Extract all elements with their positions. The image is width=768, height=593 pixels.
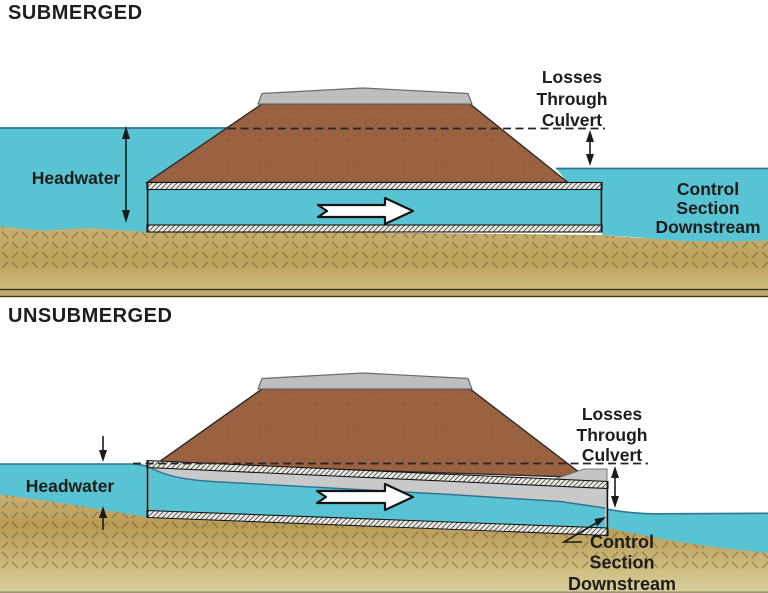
roadway-surface xyxy=(257,372,473,390)
losses-line-3: Culvert xyxy=(582,445,642,465)
headwater-dimension-arrow xyxy=(122,126,130,223)
headwater-dimension-arrow xyxy=(99,436,107,530)
flow-direction-arrow-icon xyxy=(316,196,415,226)
culvert-top-wall xyxy=(146,181,603,191)
panel-submerged: SUBMERGED Headwater Losses Through Culve… xyxy=(0,2,768,297)
control-line-2: Section xyxy=(589,553,654,573)
flow-direction-arrow-icon xyxy=(315,482,415,512)
panel-divider xyxy=(0,288,768,298)
control-line-2: Section xyxy=(676,198,739,218)
control-section-downstream-label: Control Section Downstream xyxy=(655,179,760,237)
control-line-1: Control xyxy=(590,532,654,552)
panel-title: UNSUBMERGED xyxy=(8,305,172,327)
image-bottom-edge xyxy=(0,591,768,593)
panel-title: SUBMERGED xyxy=(8,2,143,24)
control-line-1: Control xyxy=(677,179,739,199)
roadway-surface xyxy=(257,87,473,105)
losses-line-3: Culvert xyxy=(542,110,602,130)
panel-unsubmerged: UNSUBMERGED Headwater Losses Through Cul… xyxy=(0,305,768,593)
control-line-3: Downstream xyxy=(655,217,760,237)
losses-line-2: Through xyxy=(537,89,608,109)
losses-line-1: Losses xyxy=(582,404,643,424)
upstream-headwater-pool xyxy=(0,128,227,232)
embankment-speckle-texture xyxy=(147,104,568,183)
culvert-bottom-wall xyxy=(146,224,603,233)
headwater-label: Headwater xyxy=(32,168,121,188)
control-section-leader-arrow xyxy=(561,517,606,543)
losses-dimension-arrow xyxy=(611,466,619,508)
downstream-water-surface-line xyxy=(603,507,768,515)
losses-through-culvert-label: Losses Through Culvert xyxy=(537,67,608,130)
upstream-headwater-pool xyxy=(0,464,148,517)
losses-through-culvert-label: Losses Through Culvert xyxy=(577,404,648,465)
losses-line-1: Losses xyxy=(542,67,603,87)
downstream-tailwater-pool xyxy=(556,168,768,242)
control-section-downstream-label: Control Section Downstream xyxy=(568,532,676,593)
embankment-speckle-texture xyxy=(159,389,586,478)
downstream-tailwater-pool xyxy=(604,508,768,553)
control-line-3: Downstream xyxy=(568,574,676,593)
losses-line-2: Through xyxy=(577,425,648,445)
losses-dimension-arrow xyxy=(586,130,594,166)
headwater-label: Headwater xyxy=(26,476,115,496)
